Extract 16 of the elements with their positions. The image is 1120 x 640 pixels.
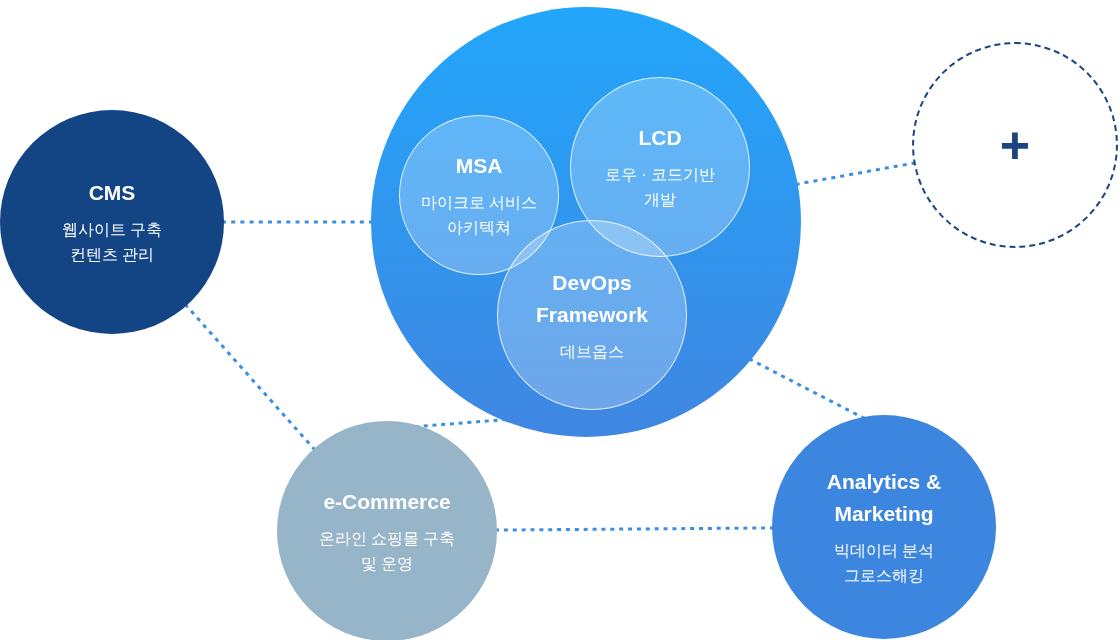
node-title: e-Commerce: [323, 489, 451, 515]
node-description: 온라인 쇼핑몰 구축 및 운영: [317, 529, 457, 574]
dotted-connector: [495, 526, 774, 532]
node-title: MSA: [455, 153, 503, 179]
node-title: DevOps Framework: [534, 269, 649, 328]
dotted-connector: [222, 220, 373, 224]
node-description: 빅데이터 분석 그로스해킹: [832, 541, 936, 586]
node-title: LCD: [638, 125, 682, 151]
node-title: CMS: [88, 180, 136, 206]
node-description: 데브옵스: [560, 341, 624, 362]
dotted-connector: [184, 303, 317, 452]
node-description: 마이크로 서비스 아키텍쳐: [419, 193, 539, 238]
node-description: 웹사이트 구축 컨텐츠 관리: [60, 220, 164, 265]
plus-sign: +: [999, 119, 1031, 171]
node-title: Analytics & Marketing: [825, 469, 943, 527]
node-description: 로우 · 코드기반 개발: [603, 165, 717, 210]
